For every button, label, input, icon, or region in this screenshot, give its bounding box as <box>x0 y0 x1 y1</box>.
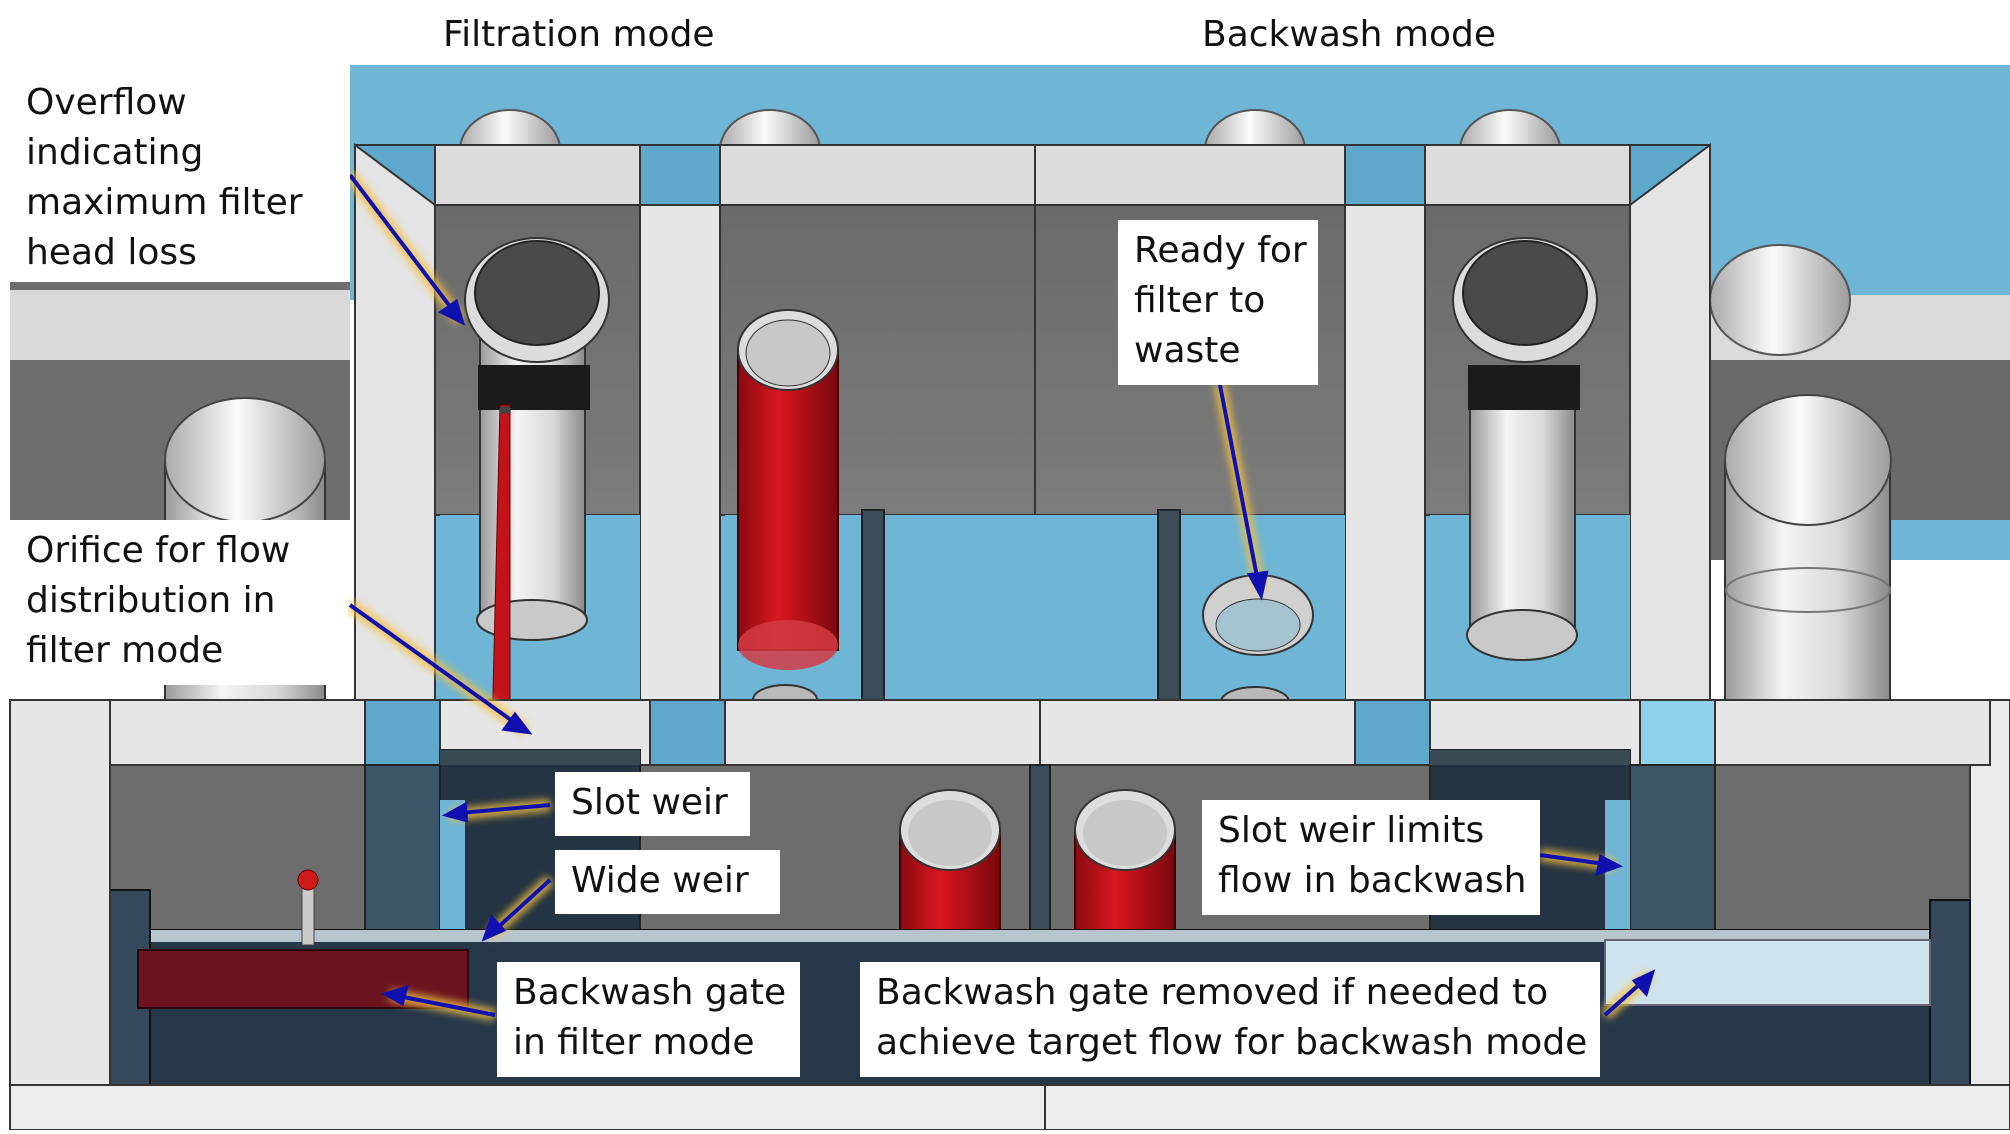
callout-ready-line: filter to <box>1134 280 1266 321</box>
callout-orifice-line: Orifice for flow <box>26 530 291 571</box>
callout-slot-weir: Slot weir <box>555 772 750 836</box>
callout-ready-line: Ready for <box>1134 230 1307 271</box>
callout-wide-weir-text: Wide weir <box>571 860 749 901</box>
callout-slot-weir-limits: Slot weir limits flow in backwash <box>1202 800 1540 915</box>
callout-gate-removed: Backwash gate removed if needed to achie… <box>860 962 1600 1077</box>
filtration-mode-title: Filtration mode <box>443 14 715 55</box>
callout-gate-removed-line: achieve target flow for backwash mode <box>876 1022 1588 1063</box>
callout-overflow: Overflow indicating maximum filter head … <box>10 72 350 282</box>
callout-overflow-line: head loss <box>26 232 197 273</box>
callout-orifice: Orifice for flow distribution in filter … <box>10 520 348 685</box>
callout-orifice-line: filter mode <box>26 630 224 671</box>
backwash-mode-title: Backwash mode <box>1202 14 1497 55</box>
callout-wide-weir: Wide weir <box>555 850 780 914</box>
callout-arrows <box>345 171 1656 1021</box>
callout-gate-filter-line: Backwash gate <box>513 972 787 1013</box>
callout-overflow-line: Overflow <box>26 82 187 123</box>
callout-slot-weir-text: Slot weir <box>571 782 728 823</box>
callout-gate-filter: Backwash gate in filter mode <box>497 962 800 1077</box>
callout-orifice-line: distribution in <box>26 580 276 621</box>
callout-overflow-line: maximum filter <box>26 182 303 223</box>
callout-gate-filter-line: in filter mode <box>513 1022 755 1063</box>
callout-ready-line: waste <box>1134 330 1241 371</box>
callout-gate-removed-line: Backwash gate removed if needed to <box>876 972 1549 1013</box>
callout-slot-weir-limits-line: Slot weir limits <box>1218 810 1485 851</box>
callout-ready-for-waste: Ready for filter to waste <box>1118 220 1318 385</box>
callout-overflow-line: indicating <box>26 132 204 173</box>
callout-slot-weir-limits-line: flow in backwash <box>1218 860 1527 901</box>
